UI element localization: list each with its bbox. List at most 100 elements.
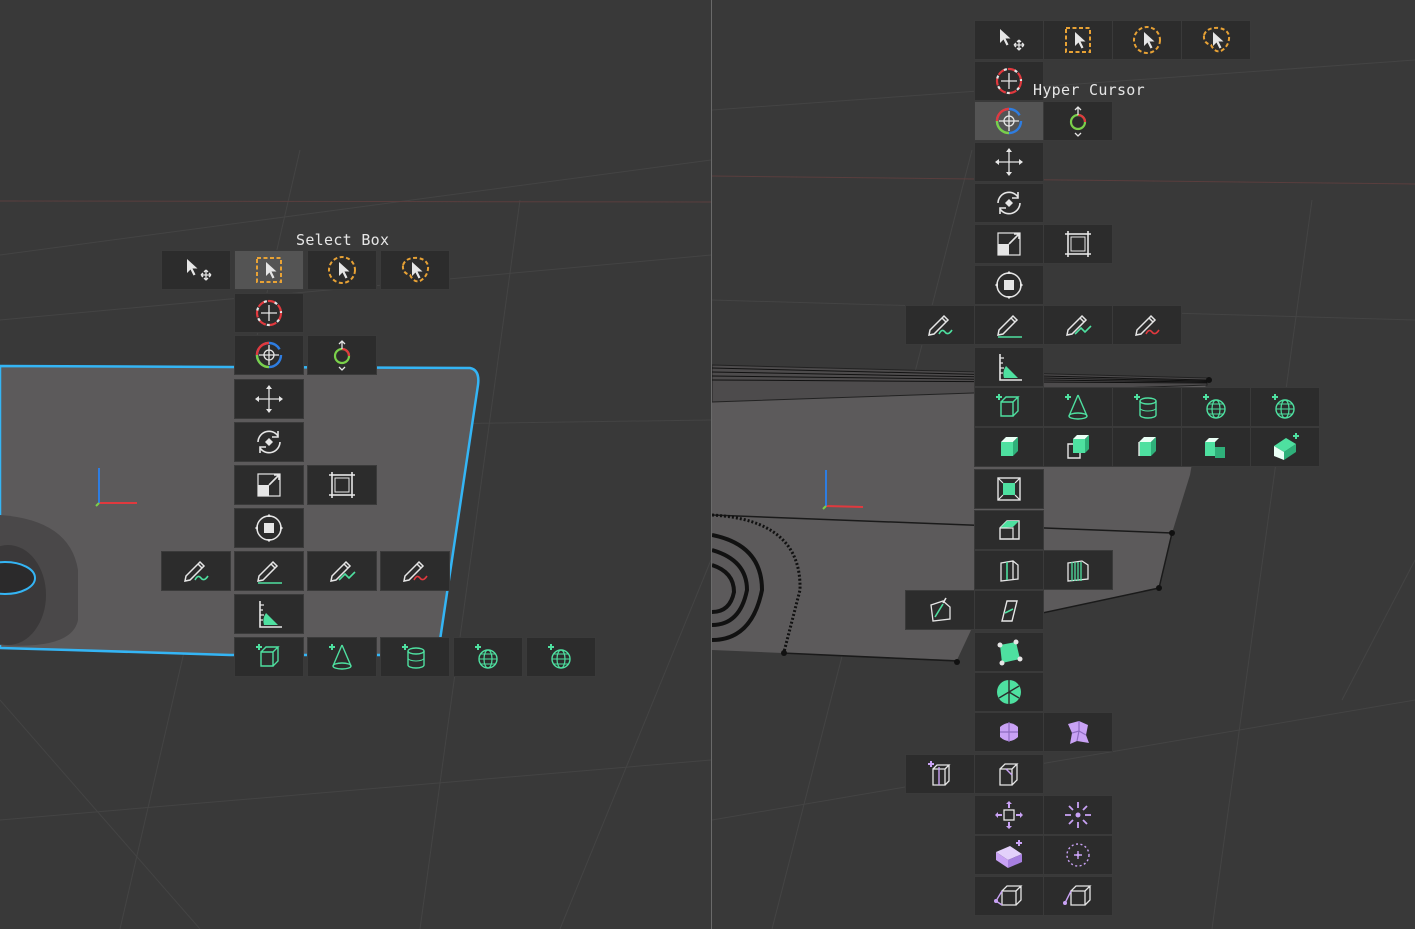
tool-button-transform[interactable] [234, 508, 304, 548]
tool-button-shrink-fatten[interactable] [974, 795, 1044, 835]
tool-button-hyper-cursor[interactable] [974, 101, 1044, 141]
tool-button-annotate-line[interactable] [234, 551, 304, 591]
tool-button-loop-cut[interactable] [974, 550, 1044, 590]
tool-button-move[interactable] [234, 379, 304, 419]
right-toolbar [712, 0, 1415, 929]
tool-button-bisect[interactable] [974, 590, 1044, 630]
scale-cage-icon [329, 472, 355, 498]
annotate-line-icon [257, 560, 282, 584]
annotate-polygon-icon [330, 560, 356, 582]
tool-button-select-circle[interactable] [307, 250, 377, 290]
tool-button-add-cube[interactable] [234, 637, 304, 677]
tool-button-extrude-manifold[interactable] [1043, 427, 1113, 467]
select-circle-icon [328, 256, 356, 284]
tool-button-add-cube[interactable] [974, 387, 1044, 427]
scale-icon [997, 232, 1021, 256]
tool-button-hyper-cursor[interactable] [234, 335, 304, 375]
tool-button-select-lasso[interactable] [1181, 20, 1251, 60]
tool-button-select-box[interactable] [234, 250, 304, 290]
tool-button-annotate-line[interactable] [974, 305, 1044, 345]
scale-cage-icon [1065, 231, 1091, 257]
tool-button-extrude-to-cursor[interactable] [1250, 427, 1320, 467]
tool-button-select-box[interactable] [1043, 20, 1113, 60]
tool-button-add-uv-sphere[interactable] [1181, 387, 1251, 427]
rip-edge-icon [1063, 885, 1092, 906]
tooltip-hyper-cursor: Hyper Cursor [1033, 81, 1145, 99]
right-viewport[interactable]: Hyper Cursor [712, 0, 1415, 929]
tool-button-hyper-cursor-rotate[interactable] [307, 335, 377, 375]
tool-button-extrude-region[interactable] [974, 427, 1044, 467]
left-viewport[interactable]: Select Box [0, 0, 711, 929]
tool-button-add-uv-sphere[interactable] [453, 637, 523, 677]
tool-button-annotate-polygon[interactable] [307, 551, 377, 591]
vertex-slide-icon [999, 763, 1019, 786]
tool-button-cursor[interactable] [234, 293, 304, 333]
tool-button-annotate-eraser[interactable] [380, 551, 450, 591]
tweak-icon [1000, 29, 1025, 51]
add-cube-icon [996, 394, 1020, 417]
tool-button-rotate[interactable] [234, 422, 304, 462]
annotate-icon [184, 560, 209, 582]
bevel-icon [999, 520, 1020, 540]
tool-button-annotate[interactable] [161, 551, 231, 591]
rip-region-icon [994, 885, 1023, 906]
tool-button-rip-edge[interactable] [1043, 876, 1113, 916]
tool-button-add-cylinder[interactable] [380, 637, 450, 677]
loop-cut-icon [1000, 560, 1019, 582]
tool-button-rotate[interactable] [974, 183, 1044, 223]
tool-button-rip-region[interactable] [974, 876, 1044, 916]
spin-icon [997, 680, 1021, 704]
measure-icon [999, 354, 1022, 381]
tool-button-hyper-cursor-rotate[interactable] [1043, 101, 1113, 141]
tool-button-randomize[interactable] [1043, 712, 1113, 752]
tool-button-to-sphere[interactable] [1043, 835, 1113, 875]
tool-button-knife[interactable] [905, 590, 975, 630]
extrude-manifold-icon [1067, 435, 1089, 459]
tool-button-tweak[interactable] [974, 20, 1044, 60]
tool-button-measure[interactable] [974, 347, 1044, 387]
transform-icon [995, 271, 1023, 299]
tool-button-inset-faces[interactable] [974, 469, 1044, 509]
tool-button-annotate-polygon[interactable] [1043, 305, 1113, 345]
add-uv-sphere-icon [1203, 394, 1226, 419]
tool-button-scale[interactable] [974, 224, 1044, 264]
cursor-icon [995, 67, 1023, 95]
tool-button-add-ico-sphere[interactable] [526, 637, 596, 677]
knife-icon [930, 597, 951, 622]
tool-button-transform[interactable] [974, 265, 1044, 305]
viewport-divider[interactable] [711, 0, 712, 929]
tool-button-scale-cage[interactable] [307, 465, 377, 505]
tool-button-extrude-along-normals[interactable] [1112, 427, 1182, 467]
tool-button-select-circle[interactable] [1112, 20, 1182, 60]
tool-button-scale[interactable] [234, 465, 304, 505]
tool-button-add-cone[interactable] [307, 637, 377, 677]
move-icon [255, 385, 283, 413]
tool-button-offset-edge-loop[interactable] [1043, 550, 1113, 590]
tool-button-add-ico-sphere[interactable] [1250, 387, 1320, 427]
scale-icon [257, 473, 281, 497]
tool-button-tweak[interactable] [161, 250, 231, 290]
add-cylinder-icon [402, 644, 425, 669]
add-cylinder-icon [1134, 394, 1157, 419]
tool-button-add-cylinder[interactable] [1112, 387, 1182, 427]
tool-button-add-cone[interactable] [1043, 387, 1113, 427]
tool-button-move[interactable] [974, 142, 1044, 182]
randomize-icon [1068, 721, 1089, 744]
tool-button-cursor[interactable] [974, 61, 1044, 101]
tool-button-extrude-individual[interactable] [1181, 427, 1251, 467]
tool-button-annotate[interactable] [905, 305, 975, 345]
tool-button-edge-slide[interactable] [905, 754, 975, 794]
to-sphere-icon [1066, 843, 1090, 867]
tool-button-smooth[interactable] [974, 712, 1044, 752]
tool-button-vertex-slide[interactable] [974, 754, 1044, 794]
tool-button-annotate-eraser[interactable] [1112, 305, 1182, 345]
tool-button-poly-build[interactable] [974, 632, 1044, 672]
tool-button-scale-cage[interactable] [1043, 224, 1113, 264]
tool-button-spin[interactable] [974, 672, 1044, 712]
add-cone-icon [1065, 394, 1088, 420]
tool-button-bevel[interactable] [974, 510, 1044, 550]
tool-button-measure[interactable] [234, 594, 304, 634]
tool-button-shear[interactable] [974, 835, 1044, 875]
tool-button-push-pull[interactable] [1043, 795, 1113, 835]
tool-button-select-lasso[interactable] [380, 250, 450, 290]
